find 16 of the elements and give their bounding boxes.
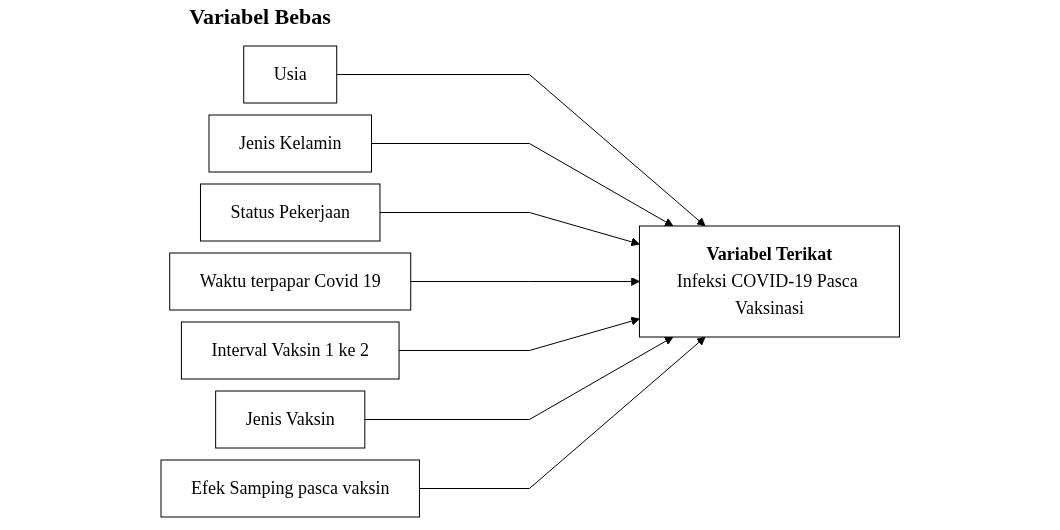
arrow xyxy=(370,142,674,226)
node-box: Interval Vaksin 1 ke 2 xyxy=(180,321,400,379)
arrow xyxy=(336,73,706,226)
node-box: Jenis Vaksin xyxy=(214,390,366,448)
column-heading: Variabel Bebas xyxy=(188,4,332,30)
node-box: Waktu terpapar Covid 19 xyxy=(169,252,411,310)
arrow xyxy=(410,276,640,286)
node-box: Usia xyxy=(243,45,337,103)
arrow xyxy=(379,211,640,246)
node-box: Variabel Terikat Infeksi COVID-19 Pasca Vaksinasi xyxy=(638,225,900,337)
node-box: Jenis Kelamin xyxy=(208,114,372,172)
node-box: Efek Samping pasca vaksin xyxy=(160,459,420,517)
arrow xyxy=(398,316,640,351)
arrow xyxy=(364,336,674,420)
node-box: Status Pekerjaan xyxy=(199,183,381,241)
arrow xyxy=(418,336,706,489)
